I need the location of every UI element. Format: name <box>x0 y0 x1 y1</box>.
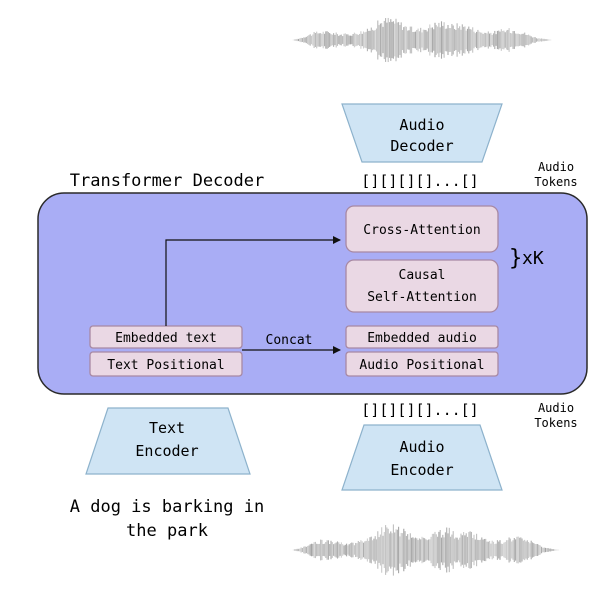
audio-tokens-label-bottom-1: Audio <box>538 401 574 415</box>
prompt-caption-line-1: A dog is barking in <box>70 497 264 517</box>
causal-label: Causal <box>399 268 446 283</box>
prompt-caption-line-2: the park <box>126 521 208 541</box>
causal-self-attention-block: Causal Self-Attention <box>345 259 499 313</box>
audio-tokens-label-bottom-2: Tokens <box>534 416 577 430</box>
audio-decoder-label-2: Decoder <box>390 137 453 155</box>
audio-decoder: Audio Decoder <box>341 103 503 163</box>
audio-encoder-label-2: Encoder <box>390 461 453 479</box>
audio-tokens-top: [][][][]...[] <box>361 172 478 190</box>
embedded-audio-block: Embedded audio <box>345 325 499 349</box>
audio-tokens-label-top-1: Audio <box>538 160 574 174</box>
text-positional-label: Text Positional <box>107 358 224 373</box>
embedded-text-block: Embedded text <box>89 325 243 349</box>
cross-attention-label: Cross-Attention <box>363 223 480 238</box>
waveform-icon <box>292 524 561 576</box>
self-attention-label: Self-Attention <box>367 290 477 305</box>
text-encoder-label-1: Text <box>149 419 185 437</box>
audio-tokens-bottom: [][][][]...[] <box>361 401 478 419</box>
embedded-text-label: Embedded text <box>115 331 217 346</box>
audio-positional-block: Audio Positional <box>345 351 499 377</box>
audio-positional-label: Audio Positional <box>359 358 484 373</box>
repeat-brace: } <box>509 246 522 271</box>
cross-attention-block: Cross-Attention <box>345 205 499 253</box>
embedded-audio-label: Embedded audio <box>367 331 477 346</box>
transformer-decoder-title: Transformer Decoder <box>70 171 264 191</box>
audio-tokens-label-top-2: Tokens <box>534 175 577 189</box>
text-encoder-label-2: Encoder <box>135 442 198 460</box>
text-positional-block: Text Positional <box>89 351 243 377</box>
cross-attention-arrow <box>165 236 341 326</box>
audio-encoder: Audio Encoder <box>341 424 503 491</box>
audio-decoder-label-1: Audio <box>399 116 444 134</box>
waveform-icon <box>292 17 552 63</box>
audio-encoder-label-1: Audio <box>399 438 444 456</box>
repeat-label: xK <box>522 248 544 269</box>
concat-label: Concat <box>266 333 313 348</box>
text-encoder: Text Encoder <box>85 407 251 475</box>
